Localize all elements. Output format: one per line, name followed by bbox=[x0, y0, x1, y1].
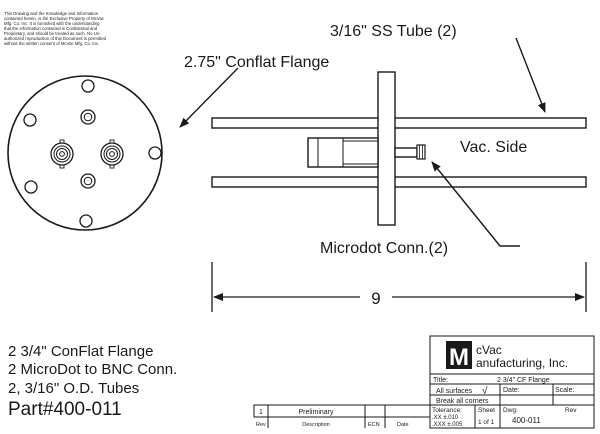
revision-header-date: Date bbox=[397, 422, 409, 428]
bnc-connector-ring bbox=[53, 145, 71, 163]
microdot-leader bbox=[431, 161, 520, 247]
disclaimer-line: contained herein, is the Exclusive Prope… bbox=[4, 16, 105, 21]
company-name-line1: cVac bbox=[476, 343, 502, 357]
note-line-3: 2, 3/16" O.D. Tubes bbox=[8, 380, 139, 397]
flange-front-view bbox=[7, 75, 163, 231]
note-line-1: 2 3/4" ConFlat Flange bbox=[8, 343, 153, 360]
revision-description: Preliminary bbox=[298, 409, 334, 416]
tube-label: 3/16" SS Tube (2) bbox=[330, 23, 457, 40]
company-name-line2: anufacturing, Inc. bbox=[476, 356, 568, 370]
revision-header-description: Description bbox=[302, 422, 330, 428]
bnc-connector-pin bbox=[59, 151, 65, 157]
revision-box bbox=[253, 404, 431, 418]
title-value: 2 3/4" CF Flange bbox=[497, 377, 550, 384]
bnc-connector-ring bbox=[56, 148, 68, 160]
dwg-number: 400-011 bbox=[512, 416, 541, 425]
bnc-connector-ring bbox=[103, 145, 121, 163]
disclaimer-line: without the written consent of McVac Mfg… bbox=[4, 41, 99, 46]
dimension-value: 9 bbox=[371, 289, 380, 308]
tolerance-xxx: .XXX ±.005 bbox=[432, 422, 463, 428]
disclaimer-block: This Drawing and the Knowledge and Infor… bbox=[4, 11, 107, 46]
bnc-bayonet-tab bbox=[109, 139, 115, 144]
scale-label: Scale: bbox=[555, 387, 575, 394]
dimension-9 bbox=[211, 262, 587, 312]
flange-body bbox=[377, 71, 396, 226]
bnc-bayonet-tab bbox=[109, 164, 115, 169]
disclaimer-line: Mfg. Co. Inc. It is furnished with the u… bbox=[4, 21, 100, 26]
tube-lower bbox=[211, 176, 587, 188]
revision-header-rev: Rev bbox=[256, 422, 266, 428]
tolerance-label: Tolerance: bbox=[432, 407, 462, 414]
tube-port-inner bbox=[83, 176, 93, 186]
bnc-connector-ring bbox=[106, 148, 118, 160]
logo-mark bbox=[446, 341, 472, 369]
tube-port bbox=[80, 109, 96, 125]
mcvac-logo: M cVac anufacturing, Inc. bbox=[446, 341, 568, 371]
disclaimer-line: Proprietary, and should be treated as su… bbox=[4, 31, 101, 36]
bnc-bayonet-tab bbox=[59, 164, 65, 169]
microdot-nut bbox=[416, 144, 426, 160]
revision-text: 1 Preliminary Rev Description ECN Date bbox=[256, 409, 409, 428]
title-block-frame bbox=[429, 335, 595, 429]
tolerance-xx: .XX ±.010 bbox=[432, 415, 459, 421]
disclaimer-line: authorized reproduction of this Document… bbox=[4, 36, 107, 41]
bolt-hole bbox=[148, 146, 162, 160]
tube-port bbox=[80, 173, 96, 189]
surfaces-note: All surfaces bbox=[436, 388, 473, 395]
microdot-stub bbox=[394, 147, 418, 158]
sheet-value: 1 of 1 bbox=[478, 419, 495, 426]
vac-side-label: Vac. Side bbox=[460, 139, 527, 156]
flange-label: 2.75" Conflat Flange bbox=[184, 54, 329, 71]
bolt-hole bbox=[79, 214, 93, 228]
date-label: Date: bbox=[503, 387, 520, 394]
tube-leader bbox=[515, 37, 546, 113]
flange-side-view bbox=[211, 71, 587, 226]
title-label: Title: bbox=[433, 377, 448, 384]
surface-finish-symbol: √ bbox=[482, 385, 488, 397]
bolt-hole bbox=[81, 79, 95, 93]
connector-nut bbox=[342, 140, 379, 165]
leader-lines bbox=[179, 37, 546, 247]
bolt-hole bbox=[24, 180, 38, 194]
revision-header-ecn: ECN bbox=[368, 422, 380, 428]
sheet-label: Sheet bbox=[478, 407, 495, 414]
break-corners-note: Break all corners bbox=[436, 398, 489, 405]
bolt-hole bbox=[23, 113, 37, 127]
disclaimer-line: This Drawing and the Knowledge and Infor… bbox=[4, 11, 99, 16]
tube-upper bbox=[211, 117, 587, 129]
bnc-bayonet-tab bbox=[59, 139, 65, 144]
part-number: Part#400-011 bbox=[8, 399, 122, 420]
rev-label: Rev bbox=[565, 407, 577, 414]
disclaimer-line: that the information contained is Confid… bbox=[4, 26, 98, 31]
note-line-2: 2 MicroDot to BNC Conn. bbox=[8, 361, 177, 378]
bnc-connector-pin bbox=[109, 151, 115, 157]
flange-outer-circle bbox=[7, 75, 163, 231]
dwg-label: Dwg: bbox=[503, 407, 518, 414]
title-block-text: Title: 2 3/4" CF Flange All surfaces √ D… bbox=[432, 377, 577, 428]
revision-number: 1 bbox=[259, 409, 263, 416]
logo-letter: M bbox=[449, 344, 469, 371]
flange-leader bbox=[179, 67, 239, 128]
tube-port-inner bbox=[83, 112, 93, 122]
title-block bbox=[429, 335, 595, 429]
microdot-label: Microdot Conn.(2) bbox=[320, 240, 448, 257]
